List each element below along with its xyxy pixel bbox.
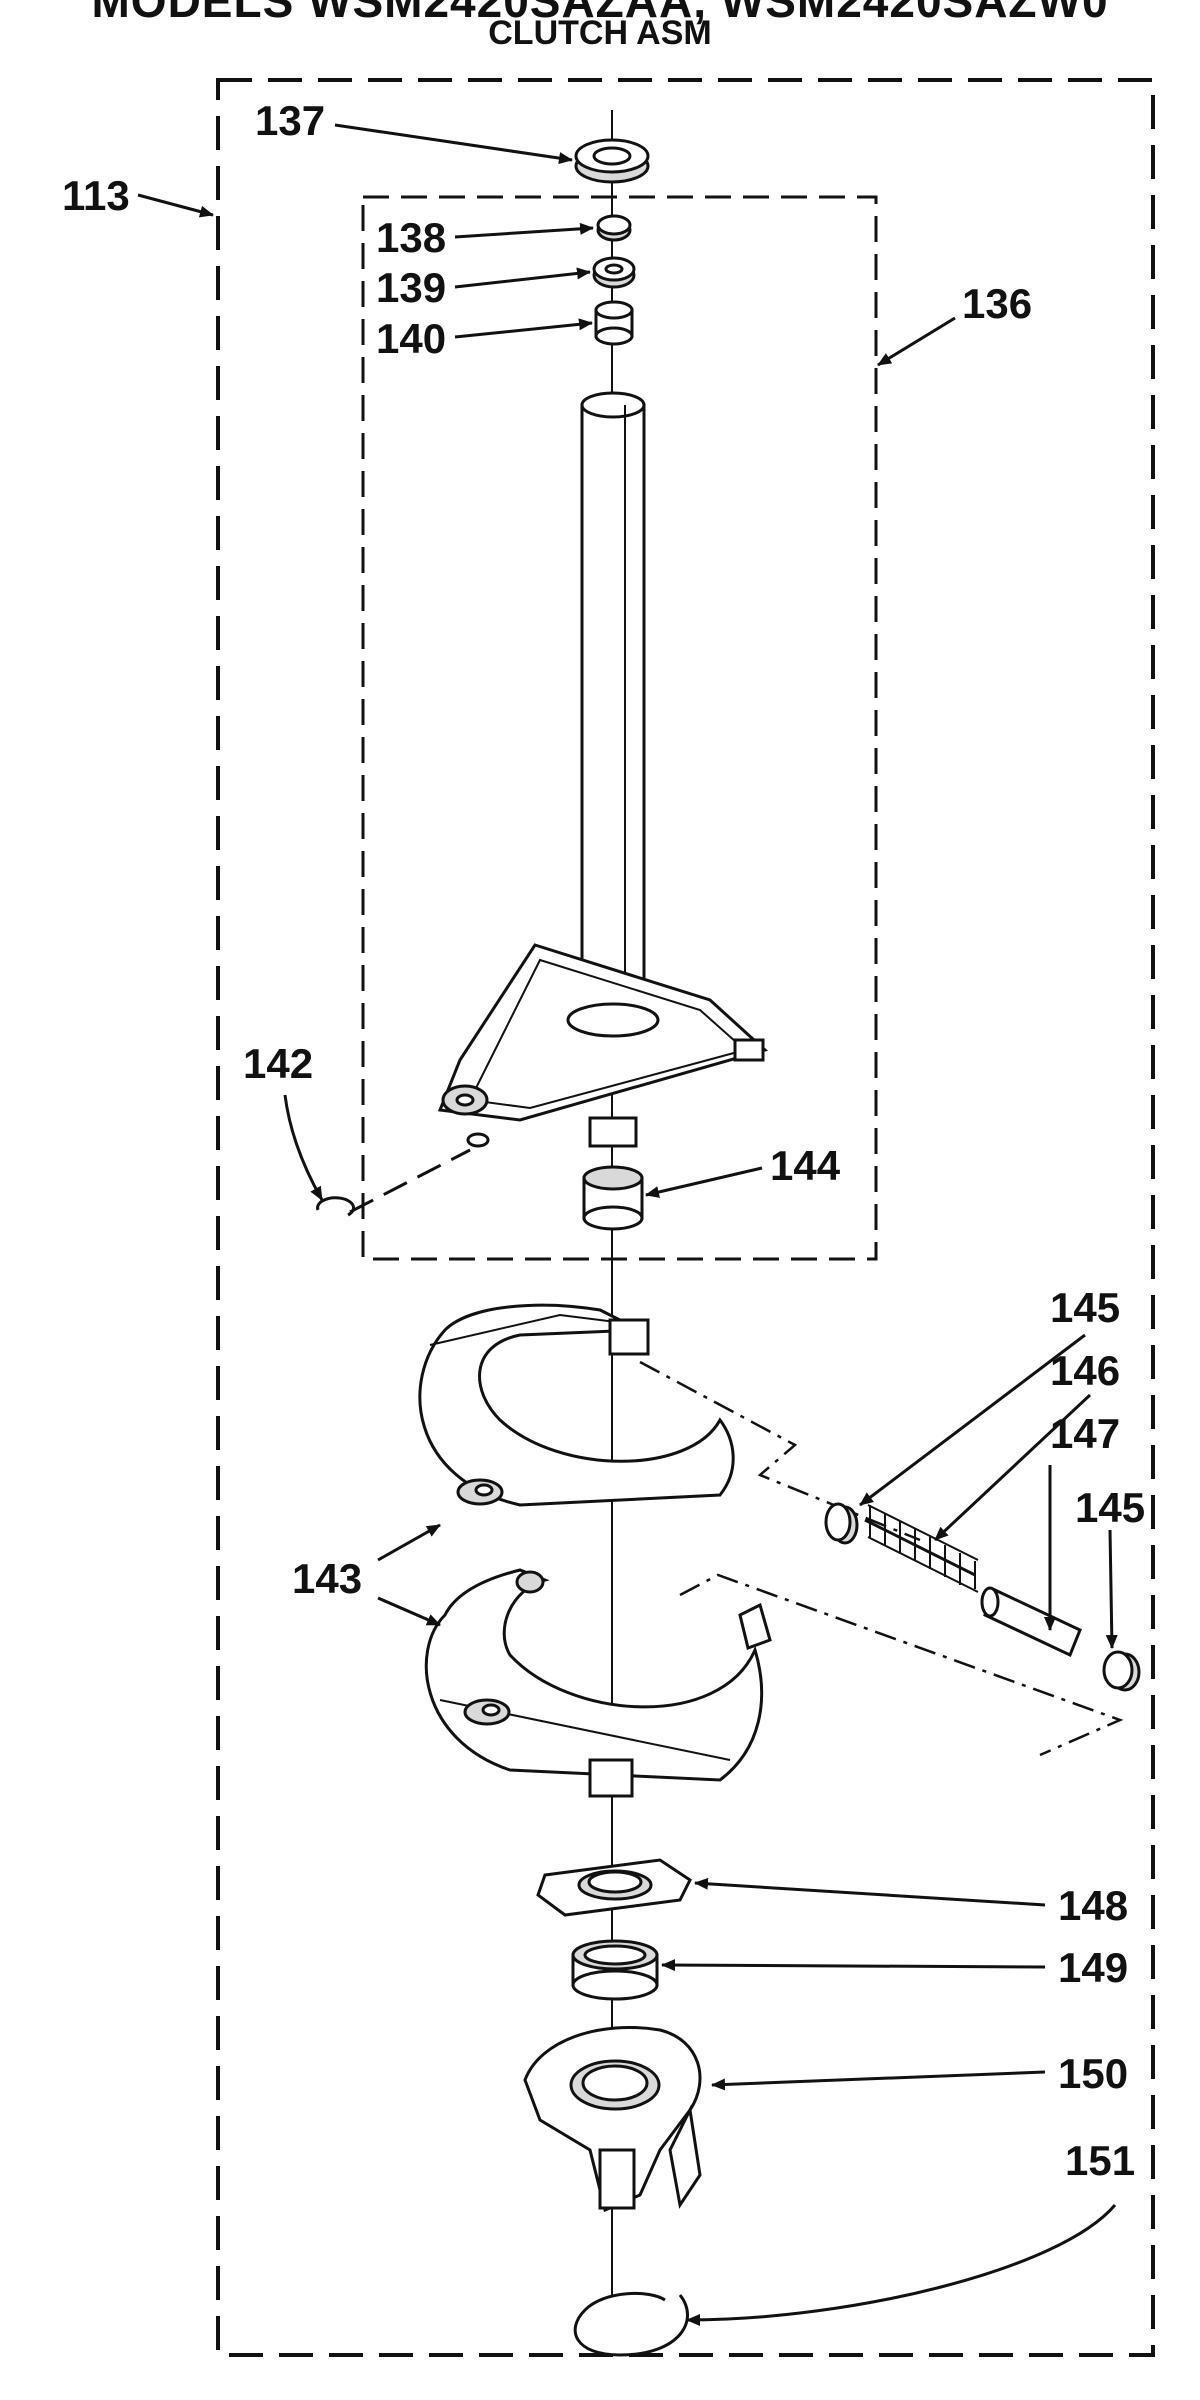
callout-147: 147	[1050, 1410, 1120, 1457]
callout-140: 140	[376, 315, 446, 362]
callout-113: 113	[62, 172, 130, 219]
part-143-brake-shoe-upper	[418, 1303, 735, 1507]
leader-113	[137, 193, 214, 218]
leader-149	[661, 1959, 1046, 1972]
part-146-spring	[864, 1504, 979, 1593]
leader-143b	[377, 1596, 441, 1627]
leader-144	[645, 1166, 763, 1198]
leader-146	[933, 1393, 1092, 1542]
leader-150	[711, 2070, 1046, 2091]
callout-136: 136	[962, 280, 1032, 327]
part-138-washer	[596, 214, 632, 242]
callout-150: 150	[1058, 2050, 1128, 2097]
part-148-flange	[536, 1858, 692, 1917]
callout-145b: 145	[1075, 1484, 1145, 1531]
callout-137: 137	[255, 97, 325, 144]
part-143-brake-shoe-lower	[424, 1568, 772, 1798]
part-150-yoke	[523, 2025, 702, 2213]
leader-138	[454, 222, 594, 239]
part-149-ring	[571, 1939, 659, 2001]
models-title: MODELS WSM2420SAZAA, WSM2420SAZW0	[91, 0, 1109, 27]
leader-145a	[859, 1333, 1086, 1507]
callout-149: 149	[1058, 1944, 1128, 1991]
part-139-bearing	[592, 256, 636, 289]
leader-136	[877, 316, 956, 367]
callout-138: 138	[376, 214, 446, 261]
assembly-title: CLUTCH ASM	[488, 14, 712, 52]
callout-145a: 145	[1050, 1284, 1120, 1331]
spin-tube-shaft	[577, 391, 649, 1034]
leader-145b	[1105, 1529, 1118, 1649]
outer-assembly-boundary	[216, 78, 1155, 2357]
leader-151	[686, 2204, 1117, 2326]
callout-139: 139	[376, 264, 446, 311]
leader-142	[283, 1094, 324, 1201]
part-151-snap-ring	[573, 2291, 689, 2357]
inner-assembly-boundary	[361, 195, 878, 1261]
part-145-washer-right	[1102, 1650, 1141, 1692]
part-142-clip	[316, 1148, 471, 1217]
leader-139	[454, 267, 591, 289]
callout-143: 143	[292, 1555, 362, 1602]
callout-146: 146	[1050, 1347, 1120, 1394]
callout-144: 144	[770, 1142, 841, 1189]
part-144-bushing	[582, 1165, 644, 1231]
part-137-seal	[574, 138, 650, 184]
part-140-bushing	[594, 300, 634, 346]
part-145-washer-left	[824, 1502, 859, 1545]
callout-142: 142	[243, 1040, 313, 1087]
leader-148	[694, 1877, 1046, 1907]
callout-148: 148	[1058, 1882, 1128, 1929]
callout-151: 151	[1065, 2137, 1135, 2184]
spring-guide-lower	[679, 1573, 1124, 1757]
part-147-pin	[980, 1586, 1082, 1658]
leader-137	[334, 123, 573, 165]
brake-plate	[437, 943, 769, 1148]
leader-140	[454, 318, 593, 339]
leader-143a	[377, 1523, 441, 1562]
